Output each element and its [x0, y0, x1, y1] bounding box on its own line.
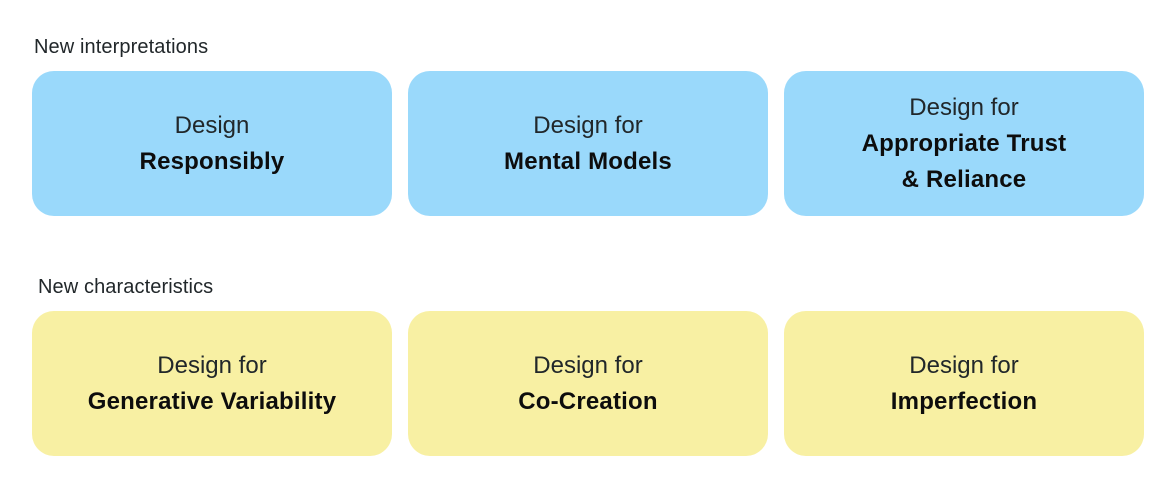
card-intro: Design for	[909, 93, 1019, 121]
card-intro: Design for	[157, 351, 267, 379]
card-title-line-1: Appropriate Trust	[861, 129, 1067, 157]
card-mental-models: Design for Mental Models	[408, 71, 768, 216]
card-intro: Design for	[909, 351, 1019, 379]
section-label-new-characteristics: New characteristics	[38, 276, 214, 298]
card-intro: Design for	[533, 111, 643, 139]
card-title: Co-Creation	[518, 387, 658, 415]
card-title: Mental Models	[504, 147, 672, 175]
card-co-creation: Design for Co-Creation	[408, 311, 768, 456]
card-text: Design for Appropriate Trust & Reliance	[862, 90, 1067, 198]
card-imperfection: Design for Imperfection	[784, 311, 1144, 456]
card-design-responsibly: Design Responsibly	[32, 71, 392, 216]
card-generative-variability: Design for Generative Variability	[32, 311, 392, 456]
section-label-new-interpretations: New interpretations	[34, 36, 209, 58]
card-text: Design for Co-Creation	[518, 348, 658, 420]
card-title: Responsibly	[139, 147, 285, 175]
card-title: Imperfection	[890, 387, 1038, 415]
card-text: Design for Imperfection	[891, 348, 1037, 420]
card-text: Design for Mental Models	[504, 108, 672, 180]
card-row-new-interpretations: Design Responsibly Design for Mental Mod…	[32, 71, 1144, 216]
card-title: Generative Variability	[87, 387, 337, 415]
card-intro: Design for	[533, 351, 643, 379]
card-appropriate-trust-reliance: Design for Appropriate Trust & Reliance	[784, 71, 1144, 216]
card-intro: Design	[174, 111, 250, 139]
card-title-line-2: & Reliance	[901, 165, 1027, 193]
card-row-new-characteristics: Design for Generative Variability Design…	[32, 311, 1144, 456]
card-text: Design for Generative Variability	[88, 348, 337, 420]
card-text: Design Responsibly	[140, 108, 285, 180]
